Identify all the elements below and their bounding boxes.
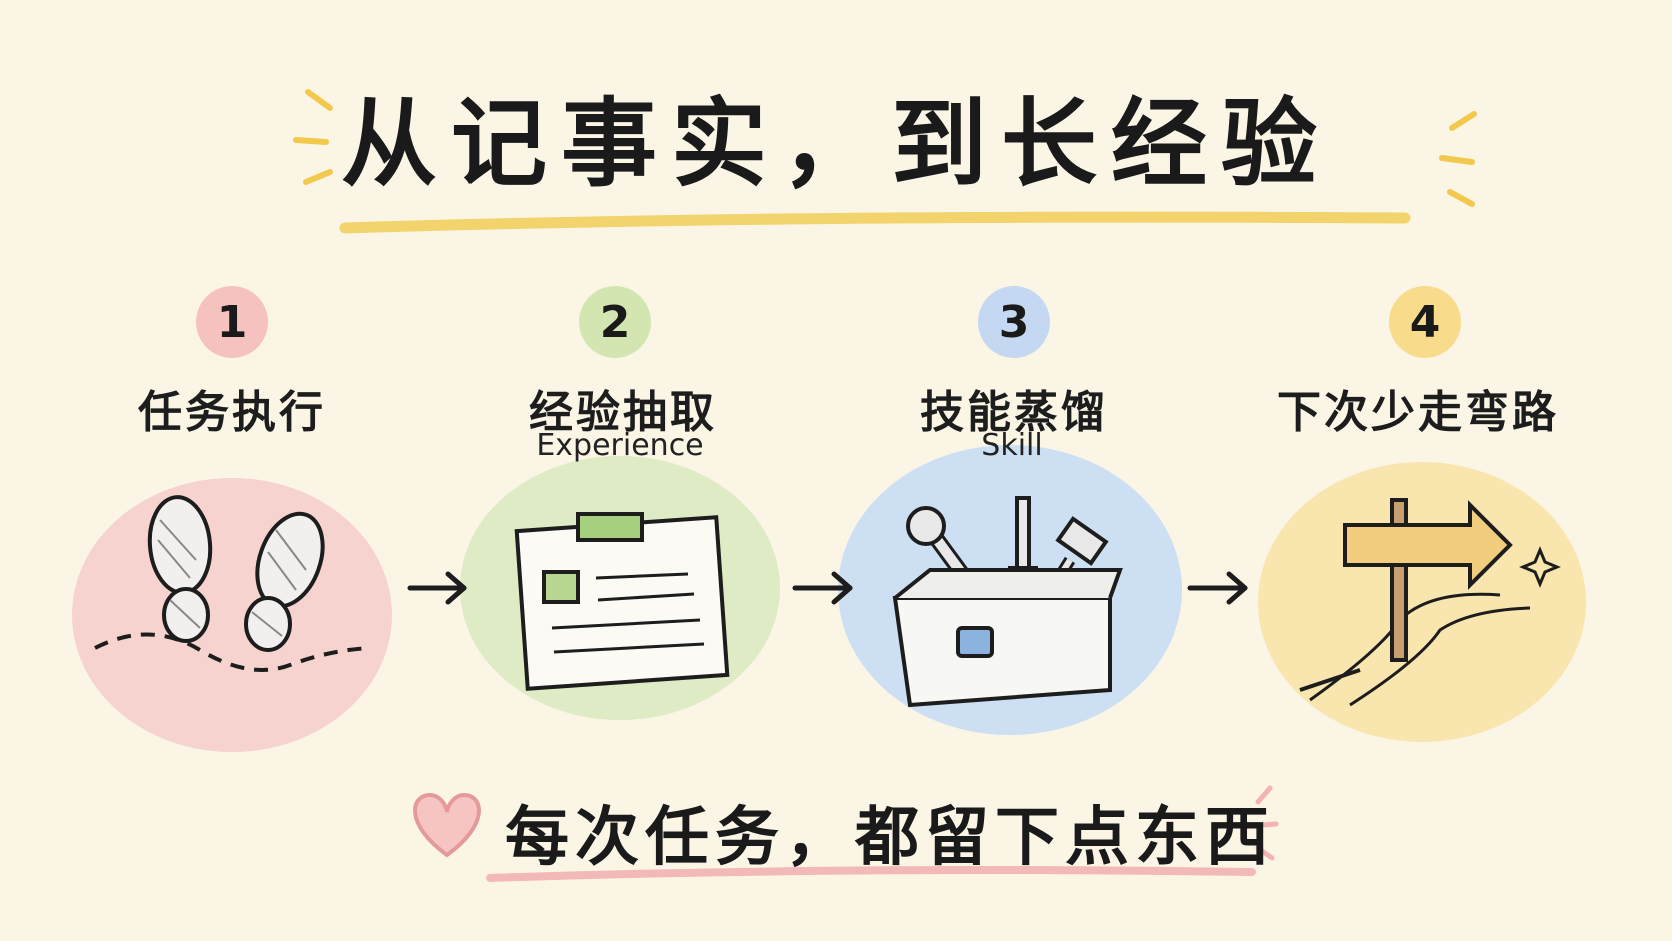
step-4-badge-circle xyxy=(1389,286,1461,358)
footer-underline xyxy=(486,866,1256,882)
step-2-subtitle: Experience xyxy=(536,428,704,463)
step-1-badge: 1 xyxy=(216,296,248,348)
step-1-blob xyxy=(72,478,392,752)
step-3-subtitle: Skill xyxy=(981,428,1043,463)
arrow-right-icon xyxy=(1187,571,1248,605)
step-1-badge-circle xyxy=(196,286,268,358)
step-2-badge-circle xyxy=(579,286,651,358)
title-sparkle-left-icon xyxy=(293,89,333,185)
step-4-title: 下次少走弯路 xyxy=(1277,387,1559,438)
step-2-badge: 2 xyxy=(599,296,631,348)
step-4-badge: 4 xyxy=(1409,296,1441,348)
step-3-title: 技能蒸馏 xyxy=(920,387,1108,438)
page-title: 从记事实，到长经验 xyxy=(341,88,1331,200)
step-2-title: 经验抽取 xyxy=(529,387,717,438)
step-1-title: 任务执行 xyxy=(138,387,326,438)
heart-icon xyxy=(413,792,481,858)
arrow-right-icon xyxy=(407,571,467,605)
step-3-badge-circle xyxy=(978,286,1050,358)
title-underline xyxy=(339,211,1411,234)
sparkle-icon xyxy=(1519,546,1561,588)
step-4-blob xyxy=(1258,462,1586,742)
clipboard-icon xyxy=(514,512,730,691)
footprints-icon xyxy=(94,495,371,672)
footer-sparkle-icon xyxy=(1247,785,1279,861)
arrow-right-icon xyxy=(792,571,853,605)
toolbox-icon xyxy=(892,496,1123,708)
signpost-icon xyxy=(1299,498,1531,707)
title-sparkle-right-icon xyxy=(1439,111,1477,207)
footer-text: 每次任务，都留下点东西 xyxy=(505,801,1275,875)
step-3-badge: 3 xyxy=(998,296,1030,348)
